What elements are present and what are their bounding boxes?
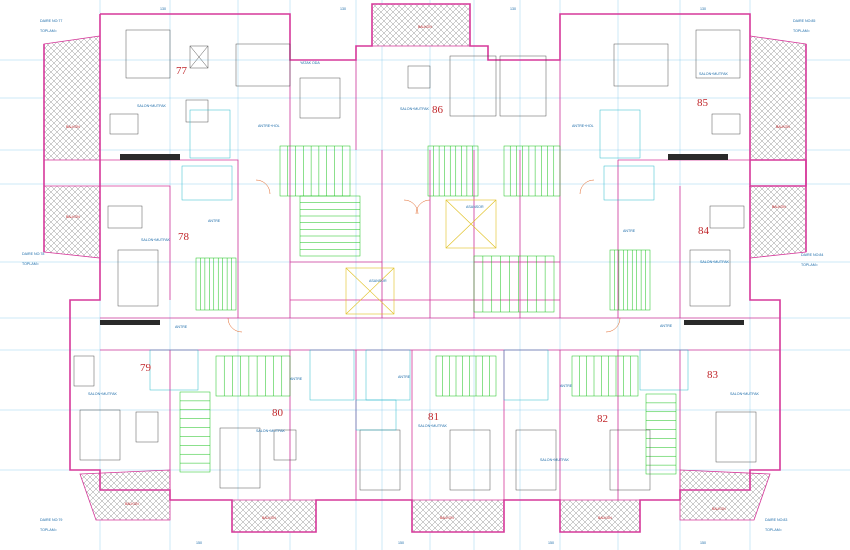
apartment-tag: DAIRE NO:78: [22, 252, 44, 256]
room-label: YATAK ODA: [300, 61, 320, 65]
apartment-tag: DAIRE NO:79: [40, 518, 62, 522]
unit-number: 86: [432, 104, 444, 116]
unit-number: 85: [697, 97, 709, 109]
room-label: BALKON: [440, 516, 454, 520]
dimension-label: 150: [700, 541, 706, 545]
stair-outline: [299, 195, 361, 257]
apartment-tag: TOPLAM=: [40, 29, 57, 33]
stair-outline: [645, 393, 677, 475]
stair-outline: [279, 145, 351, 197]
dimension-label: 150: [548, 541, 554, 545]
room-label: SALON+MUTFAK: [699, 72, 728, 76]
doors: [227, 179, 621, 333]
room-label: SALON+MUTFAK: [730, 392, 759, 396]
stair-outline: [609, 249, 651, 311]
room-label: SALON+MUTFAK: [400, 107, 429, 111]
walls: [43, 3, 807, 533]
unit-number: 83: [707, 369, 719, 381]
stair-outline: [473, 255, 555, 313]
stairs: [179, 145, 677, 475]
stair-outline: [427, 145, 479, 197]
unit-number: 77: [176, 65, 188, 77]
unit-number: 82: [597, 413, 608, 425]
stair-outline: [503, 145, 561, 197]
room-label: ASANSOR: [369, 279, 387, 283]
room-label: BALKON: [418, 25, 432, 29]
room-label: ANTRE+HOL: [572, 124, 594, 128]
room-label: SALON+MUTFAK: [141, 238, 170, 242]
apartment-tag: DAIRE NO:85: [793, 19, 815, 23]
room-label: ANTRE: [560, 384, 573, 388]
dimension-label: 130: [340, 7, 346, 11]
dimension-label: 130: [160, 7, 166, 11]
apartment-tag: TOPLAM=: [765, 528, 782, 532]
room-label: BALKON: [66, 215, 80, 219]
dimension-label: 130: [700, 7, 706, 11]
room-label: ANTRE+HOL: [258, 124, 280, 128]
balconies: [43, 3, 807, 533]
room-label: BALKON: [125, 502, 139, 506]
stair-outline: [179, 391, 211, 473]
apartment-tag: DAIRE NO:77: [40, 19, 62, 23]
apartment-tag: DAIRE NO:83: [765, 518, 787, 522]
room-label: ANTRE: [398, 375, 411, 379]
room-label: SALON+MUTFAK: [137, 104, 166, 108]
unit-number: 80: [272, 407, 284, 419]
apartment-tag: TOPLAM=: [801, 263, 818, 267]
stair-outline: [571, 355, 639, 397]
room-label: SALON+MUTFAK: [700, 260, 729, 264]
apartment-tag: DAIRE NO:84: [801, 253, 823, 257]
unit-number: 79: [140, 362, 152, 374]
apartment-tag: TOPLAM=: [40, 528, 57, 532]
dimension-label: 150: [398, 541, 404, 545]
apartment-tag: TOPLAM=: [793, 29, 810, 33]
room-label: BALKON: [66, 125, 80, 129]
room-label: ANTRE: [290, 377, 303, 381]
room-label: SALON+MUTFAK: [88, 392, 117, 396]
room-label: BALKON: [772, 205, 786, 209]
stair-outline: [215, 355, 291, 397]
furniture: [73, 29, 757, 491]
room-label: BALKON: [598, 516, 612, 520]
room-label: ANTRE: [660, 324, 673, 328]
room-label: SALON+MUTFAK: [256, 429, 285, 433]
elevators: [345, 199, 497, 315]
stair-outline: [435, 355, 497, 397]
room-label: SALON+MUTFAK: [418, 424, 447, 428]
room-label: BALKON: [262, 516, 276, 520]
room-label: ANTRE: [623, 229, 636, 233]
stair-outline: [195, 257, 237, 311]
unit-number: 84: [698, 225, 710, 237]
dimension-label: 150: [196, 541, 202, 545]
unit-number: 78: [178, 231, 190, 243]
dimension-label: 130: [510, 7, 516, 11]
room-label: ANTRE: [175, 325, 188, 329]
room-label: ANTRE: [208, 219, 221, 223]
room-label: SALON+MUTFAK: [540, 458, 569, 462]
apartment-tag: TOPLAM=: [22, 262, 39, 266]
room-label: BALKON: [712, 507, 726, 511]
room-label: ASANSOR: [466, 205, 484, 209]
unit-number: 81: [428, 411, 439, 423]
room-label: BALKON: [776, 125, 790, 129]
